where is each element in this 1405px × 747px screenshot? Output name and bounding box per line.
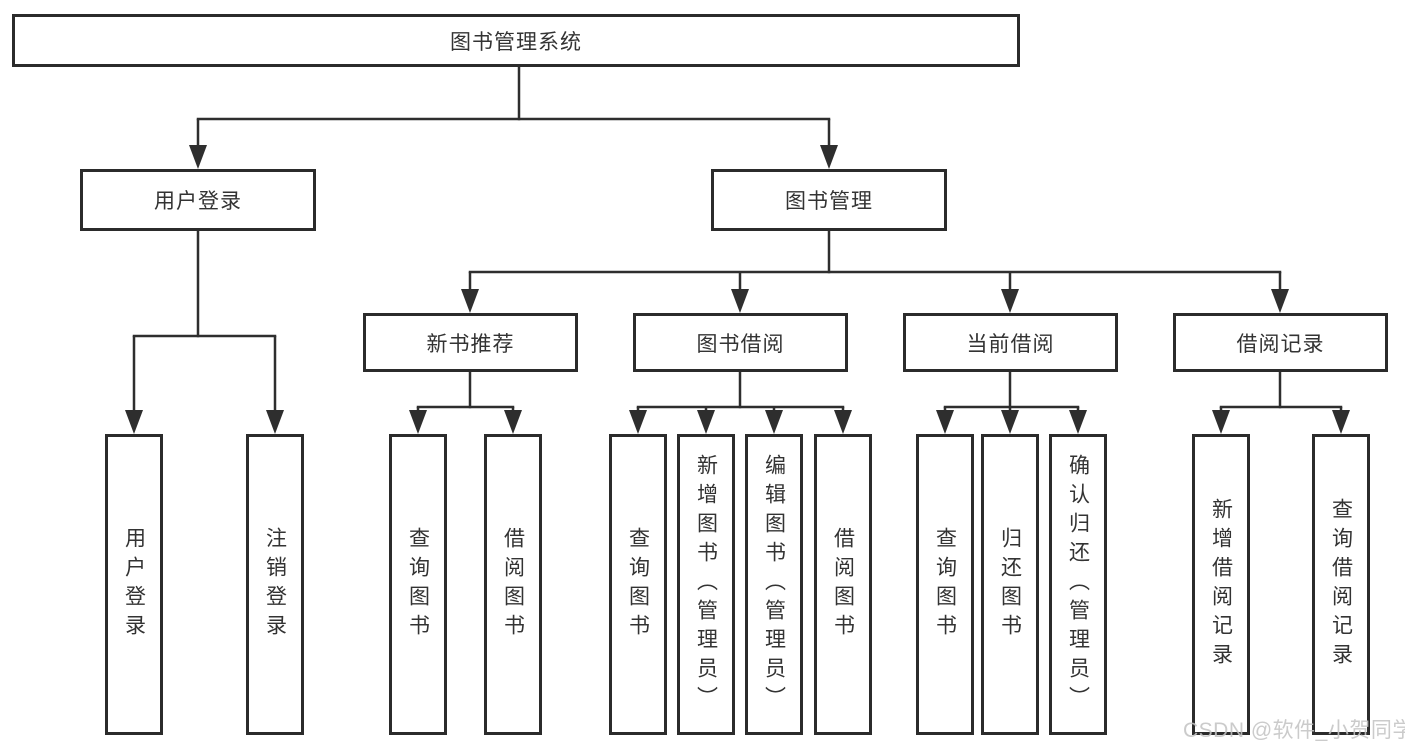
- connector-level3-to-leaves: [416, 371, 1343, 418]
- leaf-query-borrow-record: 查询借阅记录: [1312, 434, 1370, 735]
- node-user-login-branch: 用户登录: [80, 169, 316, 231]
- leaf-query-books-borrowing: 查询图书: [609, 434, 667, 735]
- leaf-edit-book-admin: 编辑图书（管理员）: [745, 434, 803, 735]
- node-label: 借阅图书: [831, 526, 855, 643]
- leaf-borrow-books: 借阅图书: [814, 434, 872, 735]
- leaf-query-books-recommend: 查询图书: [389, 434, 447, 735]
- leaf-borrow-books-recommend: 借阅图书: [484, 434, 542, 735]
- node-label: 用户登录: [122, 526, 146, 643]
- node-borrowing-records: 借阅记录: [1173, 313, 1388, 372]
- node-label: 借阅记录: [1236, 332, 1325, 356]
- arrowheads-userlogin-leaves: [125, 410, 284, 434]
- node-book-borrowing: 图书借阅: [633, 313, 848, 372]
- node-label: 查询借阅记录: [1329, 497, 1353, 672]
- arrowheads-level3: [461, 289, 1289, 313]
- connector-root-to-level2: [196, 66, 831, 152]
- leaf-query-books-current: 查询图书: [916, 434, 974, 735]
- node-root-system: 图书管理系统: [12, 14, 1020, 67]
- csdn-watermark: CSDN @软件_小贺同学: [1183, 719, 1405, 742]
- node-label: 编辑图书（管理员）: [762, 454, 786, 715]
- node-label: 查询图书: [933, 526, 957, 643]
- node-label: 新书推荐: [426, 332, 515, 356]
- node-label: 图书管理系统: [450, 30, 582, 54]
- leaf-return-book: 归还图书: [981, 434, 1039, 735]
- node-book-management-branch: 图书管理: [711, 169, 947, 231]
- node-label: 图书管理: [785, 190, 873, 213]
- node-label: 查询图书: [626, 526, 650, 643]
- arrowheads-level2: [189, 145, 838, 169]
- node-current-borrowing: 当前借阅: [903, 313, 1118, 372]
- node-label: 确认归还（管理员）: [1066, 454, 1090, 715]
- connector-bookmgmt-to-level3: [468, 230, 1282, 296]
- node-label: 当前借阅: [966, 332, 1055, 356]
- leaf-add-book-admin: 新增图书（管理员）: [677, 434, 735, 735]
- node-label: 借阅图书: [501, 526, 525, 643]
- node-label: 归还图书: [998, 526, 1022, 643]
- leaf-confirm-return-admin: 确认归还（管理员）: [1049, 434, 1107, 735]
- node-label: 查询图书: [406, 526, 430, 643]
- leaf-user-login: 用户登录: [105, 434, 163, 735]
- node-label: 新增图书（管理员）: [694, 454, 718, 715]
- node-label: 注销登录: [263, 526, 287, 643]
- leaf-add-borrow-record: 新增借阅记录: [1192, 434, 1250, 735]
- node-label: 图书借阅: [696, 332, 785, 356]
- node-label: 新增借阅记录: [1209, 497, 1233, 672]
- node-label: 用户登录: [154, 190, 242, 213]
- leaf-logout: 注销登录: [246, 434, 304, 735]
- connector-userlogin-to-leaves: [132, 230, 277, 418]
- arrowheads-leaves: [409, 410, 1350, 434]
- node-new-book-recommend: 新书推荐: [363, 313, 578, 372]
